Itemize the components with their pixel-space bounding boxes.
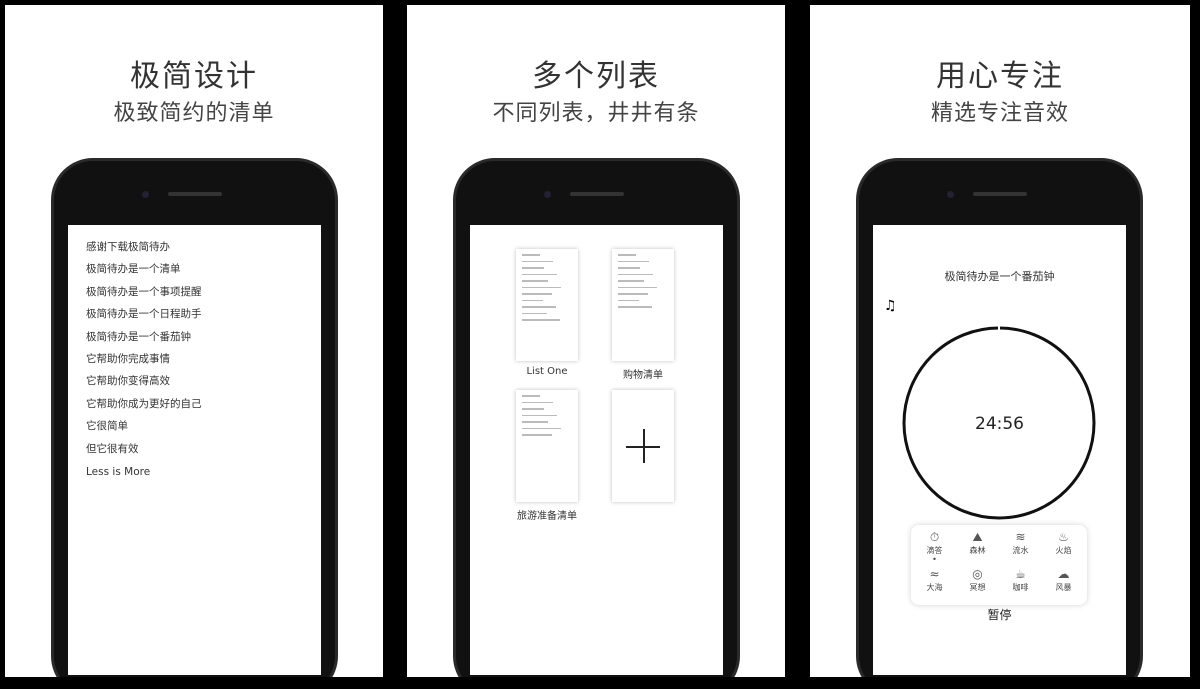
sound-option[interactable]: ≈ 大海 [913, 568, 956, 599]
list-preview-line [618, 254, 636, 256]
list-preview-line [522, 414, 557, 416]
list-preview-line [522, 312, 547, 314]
todo-item[interactable]: Less is More [86, 466, 151, 478]
list-card[interactable] [516, 390, 578, 502]
list-preview-line [618, 260, 649, 262]
sound-label: 森林 [969, 546, 986, 555]
sound-picker: ⏱ 滴答• ⛰ 森林 ≋ 流水 ♨ 火焰 ≈ 大海 ◎ 冥想 ☕ 咖啡 ☁ 风暴 [911, 525, 1087, 605]
storm-icon: ☁ [1057, 567, 1070, 581]
list-preview-line [522, 293, 552, 295]
wave-icon: ≈ [929, 567, 940, 581]
fire-icon: ♨ [1058, 530, 1069, 544]
speaker [973, 192, 1027, 196]
todo-item[interactable]: 感谢下载极简待办 [86, 241, 170, 253]
panel-subtitle: 精选专注音效 [930, 101, 1069, 126]
phone-frame: 感谢下载极简待办极简待办是一个清单极简待办是一个事项提醒极简待办是一个日程助手极… [51, 158, 338, 677]
lists-screen: List One 购物清单 旅游准备清单 [470, 225, 723, 675]
sound-option[interactable]: ♨ 火焰 [1042, 531, 1085, 568]
list-preview-line [618, 267, 640, 269]
sound-label: 冥想 [969, 583, 986, 592]
list-preview-line [522, 421, 548, 423]
focus-title: 极简待办是一个番茄钟 [944, 270, 1055, 283]
list-card-label: 购物清单 [623, 370, 663, 381]
todo-item[interactable]: 极简待办是一个事项提醒 [86, 285, 202, 298]
stopwatch-icon: ⏱ [929, 530, 940, 544]
pause-button[interactable]: 暂停 [987, 608, 1012, 622]
list-preview-line [522, 427, 561, 429]
list-preview-line [522, 434, 552, 436]
list-preview-line [522, 395, 540, 397]
camera [544, 191, 551, 198]
focus-screen: 极简待办是一个番茄钟 ♫ 24:56 ⏱ 滴答• ⛰ 森林 ≋ 流水 ♨ 火焰 ≈ 大海 ◎ 冥想 ☕ 咖… [873, 225, 1126, 675]
sound-option[interactable]: ◎ 冥想 [956, 568, 999, 599]
list-preview-line [522, 280, 548, 282]
list-preview-line [618, 273, 653, 275]
todo-item[interactable]: 它帮助你完成事情 [86, 353, 170, 365]
sound-label: 风暴 [1055, 583, 1072, 592]
todo-item[interactable]: 它很简单 [86, 420, 128, 433]
panel-subtitle: 不同列表，井井有条 [492, 101, 700, 126]
list-preview-line [522, 408, 544, 410]
panel-title: 多个列表 [532, 59, 660, 94]
add-list-button[interactable] [612, 390, 674, 502]
music-note-icon[interactable]: ♫ [884, 298, 897, 314]
timer-ring [902, 326, 1096, 520]
sound-option[interactable]: ⏱ 滴答• [913, 531, 956, 568]
todo-list-screen: 感谢下载极简待办极简待办是一个清单极简待办是一个事项提醒极简待办是一个日程助手极… [68, 225, 321, 675]
list-preview-line [618, 299, 639, 301]
todo-item[interactable]: 它帮助你成为更好的自己 [86, 397, 202, 410]
todo-item[interactable]: 但它很有效 [86, 442, 139, 455]
list-preview-line [618, 293, 648, 295]
panel-subtitle: 极致简约的清单 [113, 101, 275, 126]
sound-option[interactable]: ⛰ 森林 [956, 531, 999, 568]
list-card-label: 旅游准备清单 [517, 511, 577, 522]
speaker [168, 192, 222, 196]
list-preview-line [522, 299, 543, 301]
list-preview-line [522, 273, 557, 275]
list-preview-line [522, 286, 561, 288]
panel-title: 用心专注 [936, 59, 1064, 94]
sound-label: 咖啡 [1012, 583, 1029, 592]
sound-label: 大海 [926, 583, 943, 592]
list-preview-line [618, 286, 657, 288]
active-dot: • [932, 555, 937, 564]
meditation-icon: ◎ [972, 567, 983, 581]
camera [947, 191, 954, 198]
list-preview-line [522, 401, 553, 403]
sound-label: 流水 [1012, 546, 1029, 555]
todo-item[interactable]: 极简待办是一个清单 [86, 263, 181, 276]
todo-item[interactable]: 极简待办是一个番茄钟 [86, 330, 191, 343]
list-card[interactable] [612, 249, 674, 361]
list-preview-line [522, 267, 544, 269]
list-card[interactable] [516, 249, 578, 361]
sound-label: 滴答 [926, 546, 943, 555]
list-preview-line [522, 254, 540, 256]
sound-option[interactable]: ≋ 流水 [999, 531, 1042, 568]
panel-focus: 用心专注 精选专注音效 极简待办是一个番茄钟 ♫ 24:56 ⏱ 滴答• ⛰ 森林 ≋ 流… [810, 5, 1190, 677]
camera [142, 191, 149, 198]
list-preview-line [522, 306, 556, 308]
phone-frame: List One 购物清单 旅游准备清单 [453, 158, 740, 677]
list-card-label: List One [526, 366, 568, 377]
timer-display: 24:56 [975, 414, 1024, 434]
todo-item[interactable]: 它帮助你变得高效 [86, 375, 170, 388]
todo-item[interactable]: 极简待办是一个日程助手 [86, 308, 202, 321]
list-preview-line [618, 306, 652, 308]
coffee-icon: ☕ [1015, 567, 1026, 581]
list-preview-line [522, 260, 553, 262]
list-preview-line [618, 280, 644, 282]
panel-minimal-design: 极简设计 极致简约的清单 感谢下载极简待办极简待办是一个清单极简待办是一个事项提… [5, 5, 383, 677]
sound-option[interactable]: ☕ 咖啡 [999, 568, 1042, 599]
panel-multiple-lists: 多个列表 不同列表，井井有条 List One 购物清单 旅游准备清单 [407, 5, 785, 677]
phone-frame: 极简待办是一个番茄钟 ♫ 24:56 ⏱ 滴答• ⛰ 森林 ≋ 流水 ♨ 火焰 ≈ 大海 ◎ 冥想 ☕ 咖… [856, 158, 1143, 677]
water-icon: ≋ [1015, 530, 1026, 544]
sound-option[interactable]: ☁ 风暴 [1042, 568, 1085, 599]
panel-title: 极简设计 [130, 59, 258, 94]
tree-icon: ⛰ [972, 530, 983, 544]
speaker [570, 192, 624, 196]
list-preview-line [522, 319, 560, 321]
sound-label: 火焰 [1055, 546, 1072, 555]
